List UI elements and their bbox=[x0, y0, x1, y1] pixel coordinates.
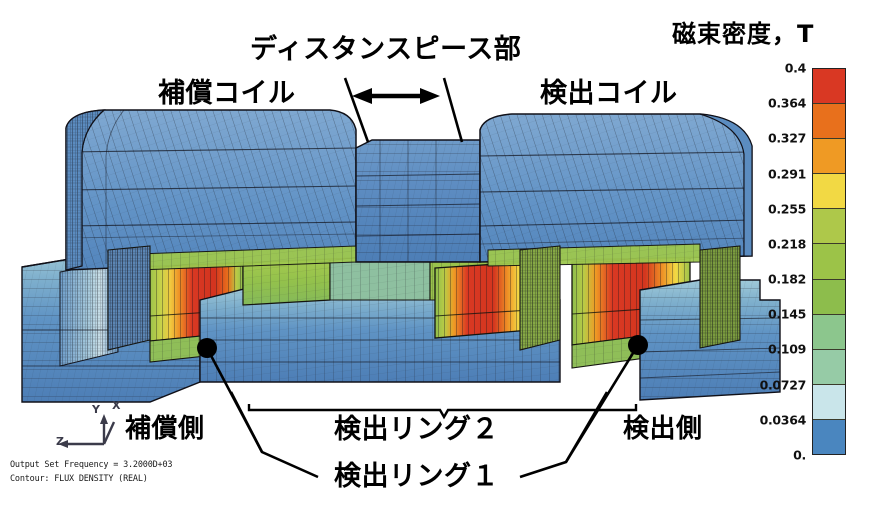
label-compensation-coil: 補償コイル bbox=[158, 78, 296, 109]
label-compensation-side: 補償側 bbox=[125, 414, 205, 444]
colorbar-band-4 bbox=[813, 209, 845, 245]
model-inner-wall-mesh-left bbox=[107, 245, 151, 351]
colorbar-tick-1: 0.364 bbox=[767, 95, 806, 111]
model-inner-wall-mesh-centre bbox=[519, 245, 561, 351]
colorbar-band-9 bbox=[813, 384, 845, 420]
colorbar-band-0 bbox=[813, 69, 845, 105]
colorbar-tick-2: 0.327 bbox=[767, 130, 806, 146]
colorbar-band-2 bbox=[813, 139, 845, 175]
colorbar-band-10 bbox=[813, 419, 845, 455]
colorbar-tick-0: 0.4 bbox=[784, 60, 807, 76]
axis-label-z: Z bbox=[56, 435, 65, 448]
colorbar-tick-6: 0.182 bbox=[767, 271, 806, 287]
label-detection-side: 検出側 bbox=[623, 414, 703, 444]
label-detection-ring-1: 検出リング１ bbox=[334, 461, 499, 492]
colorbar-title: 磁束密度，T bbox=[672, 20, 815, 48]
colorbar-band-7 bbox=[813, 314, 845, 350]
contour-type-text: Contour: FLUX DENSITY (REAL) bbox=[10, 474, 148, 484]
colorbar-tick-10: 0.0364 bbox=[759, 412, 807, 428]
colorbar-tick-5: 0.218 bbox=[767, 236, 806, 252]
model-compensation-coil-shell bbox=[65, 109, 357, 272]
colorbar-tick-4: 0.255 bbox=[767, 201, 806, 217]
colorbar-tick-7: 0.145 bbox=[767, 306, 806, 322]
colorbar-band-3 bbox=[813, 174, 845, 210]
colorbar-tick-8: 0.109 bbox=[767, 341, 806, 357]
colorbar-band-5 bbox=[813, 244, 845, 280]
output-set-frequency-text: Output Set Frequency = 3.2000D+03 bbox=[10, 460, 173, 470]
colorbar bbox=[812, 68, 846, 455]
axis-label-y: Y bbox=[92, 403, 101, 416]
colorbar-tick-9: 0.0727 bbox=[759, 377, 807, 393]
colorbar-tick-labels: 0.4 0.364 0.327 0.291 0.255 0.218 0.182 0.145 0.… bbox=[740, 61, 807, 463]
label-detection-coil: 検出コイル bbox=[540, 78, 678, 109]
colorbar-tick-11: 0. bbox=[793, 447, 806, 463]
colorbar-tick-3: 0.291 bbox=[767, 166, 806, 182]
axis-label-x: X bbox=[112, 399, 121, 412]
colorbar-band-6 bbox=[813, 279, 845, 315]
colorbar-band-8 bbox=[813, 349, 845, 385]
model-detection-ring-1-core-left bbox=[434, 261, 531, 339]
model-distance-piece-shell bbox=[355, 139, 481, 263]
colorbar-band-1 bbox=[813, 104, 845, 140]
label-distance-piece: ディスタンスピース部 bbox=[250, 34, 522, 65]
label-detection-ring-2: 検出リング２ bbox=[334, 414, 499, 445]
